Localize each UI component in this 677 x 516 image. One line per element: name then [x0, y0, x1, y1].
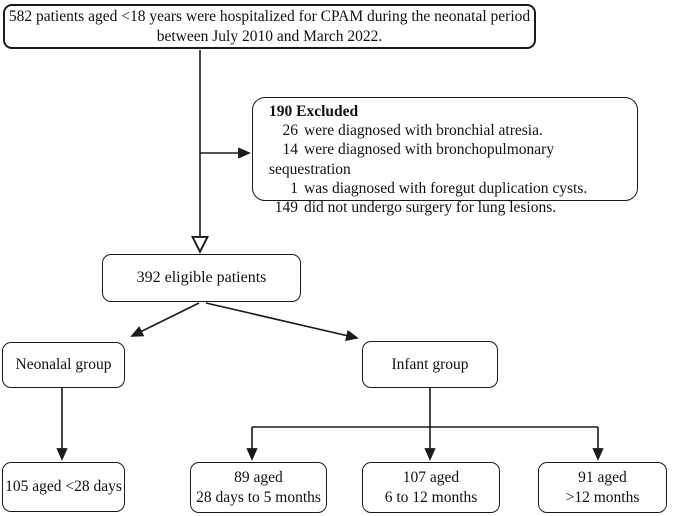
box-infant-group: Infant group: [362, 341, 498, 388]
neonatal-group-label: Neonalal group: [15, 356, 112, 373]
eligible-label: 392 eligible patients: [136, 269, 267, 286]
hospitalized-text-line2: between July 2010 and March 2022.: [156, 27, 383, 45]
excluded-item-text: were diagnosed with bronchial atresia.: [304, 122, 543, 140]
box-hospitalized-patients: 582 patients aged <18 years were hospita…: [3, 4, 536, 49]
box-eligible-patients: 392 eligible patients: [102, 254, 301, 302]
aged-over-12m-line2: >12 months: [565, 488, 640, 506]
aged-over-12m-line1: 91 aged: [578, 468, 627, 486]
excluded-item-count: 14: [282, 141, 299, 159]
excluded-item-text: did not undergo surgery for lung lesions…: [304, 199, 557, 217]
excluded-item-text: was diagnosed with foregut duplication c…: [304, 179, 588, 197]
excluded-item-count: 26: [282, 122, 299, 140]
aged-6-12m-line2: 6 to 12 months: [384, 488, 478, 506]
excluded-item: 26 were diagnosed with bronchial atresia.: [269, 121, 543, 140]
arrow-eligible-to-infant: [205, 302, 359, 342]
excluded-item: 1 was diagnosed with foregut duplication …: [269, 179, 587, 198]
aged-28d-5m-line2: 28 days to 5 months: [196, 488, 321, 506]
excluded-title: 190 Excluded: [269, 103, 359, 120]
excluded-item: 149 did not undergo surgery for lung lesi…: [269, 198, 556, 217]
arrow-eligible-to-neonatal: [130, 302, 200, 337]
hospitalized-text-line1: 582 patients aged <18 years were hospita…: [8, 8, 531, 25]
aged-under-28-days-label: 105 aged <28 days: [5, 478, 122, 495]
infant-group-label: Infant group: [391, 355, 469, 373]
aged-6-12m-line1: 107 aged: [402, 468, 460, 486]
box-aged-28-days-to-5-months: 89 aged 28 days to 5 months: [190, 462, 327, 513]
excluded-item-count: 1: [290, 179, 298, 197]
aged-28d-5m-line1: 89 aged: [234, 468, 283, 486]
box-aged-over-12-months: 91 aged >12 months: [538, 462, 667, 513]
box-aged-6-to-12-months: 107 aged 6 to 12 months: [362, 462, 500, 513]
box-aged-under-28-days: 105 aged <28 days: [2, 462, 125, 512]
excluded-item-count: 149: [274, 199, 298, 217]
excluded-item-text: were diagnosed with bronchopulmonary seq…: [269, 141, 555, 178]
box-neonatal-group: Neonalal group: [2, 342, 125, 388]
